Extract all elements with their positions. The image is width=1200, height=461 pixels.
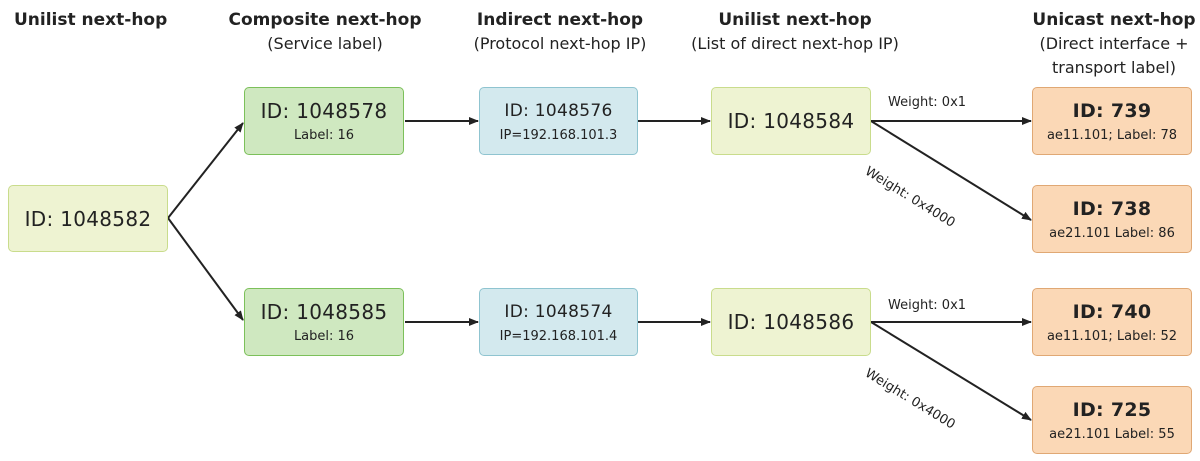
node-ip: IP=192.168.101.3 — [499, 127, 618, 143]
node-indirect-b: ID: 1048574 IP=192.168.101.4 — [479, 288, 638, 356]
node-unilist-root: ID: 1048582 — [8, 185, 168, 252]
node-id: ID: 1048586 — [727, 310, 855, 334]
node-unilist-a: ID: 1048584 — [711, 87, 871, 155]
edge-root-to-composite-a — [167, 122, 244, 219]
header-unilist-root: Unilist next-hop — [14, 10, 168, 30]
node-label: Label: 16 — [293, 328, 355, 344]
node-id: ID: 740 — [1072, 300, 1152, 323]
node-unilist-b: ID: 1048586 — [711, 288, 871, 356]
edge-label-b-weight-1: Weight: 0x1 — [888, 298, 967, 313]
node-id: ID: 738 — [1072, 197, 1152, 220]
node-interface-label: ae21.101 Label: 55 — [1049, 426, 1175, 442]
header-unilist-list: Unilist next-hop (List of direct next-ho… — [691, 10, 899, 53]
header-indirect: Indirect next-hop (Protocol next-hop IP) — [473, 10, 647, 53]
header-unicast: Unicast next-hop (Direct interface + tra… — [1032, 10, 1196, 77]
node-label: Label: 16 — [293, 127, 355, 143]
node-interface-label: ae11.101; Label: 52 — [1046, 328, 1178, 344]
node-id: ID: 1048574 — [504, 301, 613, 322]
node-id: ID: 1048578 — [260, 98, 388, 123]
node-composite-b: ID: 1048585 Label: 16 — [244, 288, 404, 356]
edge-root-to-composite-b — [167, 217, 244, 321]
node-id: ID: 1048576 — [504, 100, 613, 121]
node-unicast-725: ID: 725 ae21.101 Label: 55 — [1032, 386, 1192, 454]
node-indirect-a: ID: 1048576 IP=192.168.101.3 — [479, 87, 638, 155]
node-id: ID: 1048582 — [24, 206, 152, 231]
node-id: ID: 739 — [1072, 99, 1152, 122]
node-id: ID: 725 — [1072, 398, 1152, 421]
node-id: ID: 1048585 — [260, 299, 388, 324]
node-interface-label: ae11.101; Label: 78 — [1046, 127, 1178, 143]
node-composite-a: ID: 1048578 Label: 16 — [244, 87, 404, 155]
node-unicast-738: ID: 738 ae21.101 Label: 86 — [1032, 185, 1192, 253]
node-unicast-740: ID: 740 ae11.101; Label: 52 — [1032, 288, 1192, 356]
edge-unilist-b-to-725 — [870, 321, 1032, 421]
node-id: ID: 1048584 — [727, 109, 855, 133]
edge-unilist-a-to-738 — [870, 120, 1032, 221]
node-unicast-739: ID: 739 ae11.101; Label: 78 — [1032, 87, 1192, 155]
edge-label-a-weight-1: Weight: 0x1 — [888, 95, 967, 110]
header-composite: Composite next-hop (Service label) — [228, 10, 422, 53]
node-ip: IP=192.168.101.4 — [499, 328, 618, 344]
node-interface-label: ae21.101 Label: 86 — [1049, 225, 1175, 241]
